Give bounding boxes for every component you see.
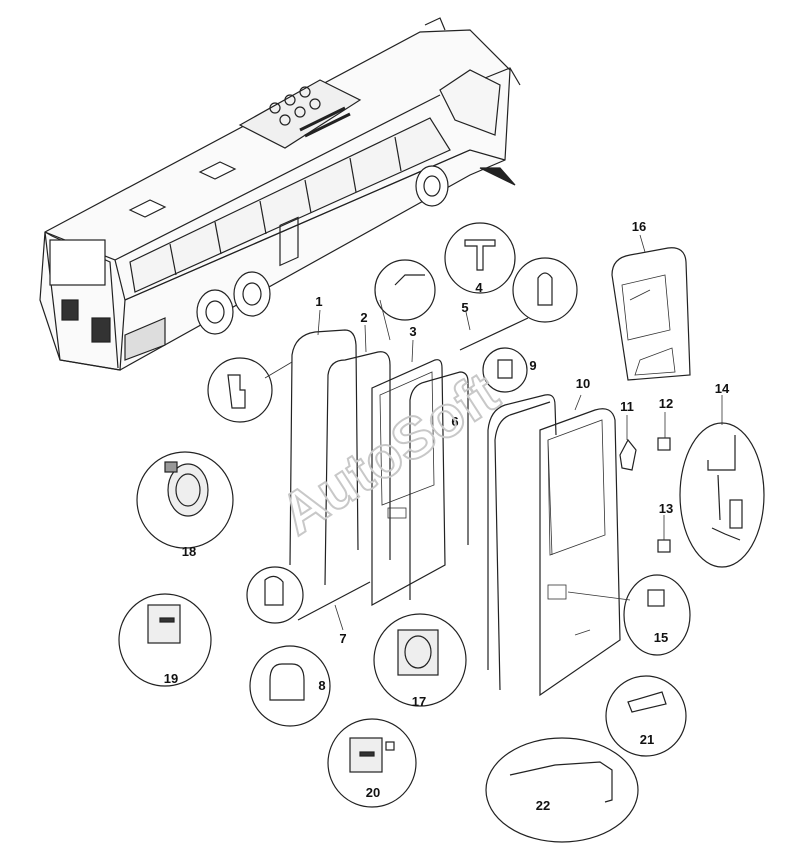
profile-detail-1 xyxy=(207,357,273,423)
switch-box-circle xyxy=(327,718,417,808)
control-box xyxy=(147,604,181,644)
label-part-8: 8 xyxy=(318,678,325,693)
door-speaker xyxy=(397,629,439,676)
door-seal-inner xyxy=(324,351,391,586)
front-door-seal xyxy=(487,394,557,670)
switch-box xyxy=(349,737,395,773)
label-part-4: 4 xyxy=(475,280,483,295)
label-part-18: 18 xyxy=(182,544,196,559)
t-profile-seal xyxy=(464,239,496,271)
label-part-12: 12 xyxy=(659,396,673,411)
door-seal-outer xyxy=(289,329,359,566)
door-actuator-circle xyxy=(679,422,765,568)
label-part-9: 9 xyxy=(529,358,536,373)
emergency-valve xyxy=(164,461,209,517)
label-part-20: 20 xyxy=(366,785,380,800)
inspection-cover xyxy=(647,589,665,607)
door-actuator-linkage xyxy=(707,435,743,541)
rubber-strip xyxy=(459,317,529,351)
label-part-6: 6 xyxy=(451,414,458,429)
label-part-16: 16 xyxy=(632,219,646,234)
stop-block-lower xyxy=(657,539,671,553)
emergency-valve-circle xyxy=(136,451,234,549)
bottom-seal-strip xyxy=(297,581,371,621)
door-top-rail xyxy=(509,761,613,803)
callout-labels: 1 2 3 4 5 6 7 8 9 10 11 12 13 14 15 16 1… xyxy=(164,219,730,813)
door-top-rail-circle xyxy=(485,737,639,843)
label-part-21: 21 xyxy=(640,732,654,747)
bottom-profile-circle xyxy=(246,566,304,624)
clip xyxy=(497,359,513,379)
stop-buffer-circle xyxy=(249,645,331,727)
door-window-glass xyxy=(611,247,691,381)
mounting-plate xyxy=(627,691,667,713)
stop-block xyxy=(657,437,671,451)
door-leaf-seal xyxy=(409,371,469,600)
label-part-5: 5 xyxy=(461,300,468,315)
inspection-cover-circle xyxy=(623,574,691,656)
label-part-17: 17 xyxy=(412,694,426,709)
rubber-profile-circle xyxy=(512,257,578,323)
label-part-15: 15 xyxy=(654,630,668,645)
label-part-1: 1 xyxy=(315,294,322,309)
label-part-2: 2 xyxy=(360,310,367,325)
bus-illustration xyxy=(39,17,521,371)
door-parts xyxy=(118,222,765,843)
label-part-19: 19 xyxy=(164,671,178,686)
mounting-plate-circle xyxy=(605,675,687,757)
watermark-text: AutoSoft xyxy=(269,360,510,548)
label-part-14: 14 xyxy=(715,381,730,396)
label-part-3: 3 xyxy=(409,324,416,339)
control-box-circle xyxy=(118,593,212,687)
door-frame-panel xyxy=(371,359,446,607)
stop-buffer xyxy=(269,663,305,701)
label-part-10: 10 xyxy=(576,376,590,391)
label-part-7: 7 xyxy=(339,631,346,646)
profile-detail-2 xyxy=(374,259,436,321)
door-speaker-circle xyxy=(373,613,467,707)
front-door-panel xyxy=(539,408,621,697)
t-profile-circle xyxy=(444,222,516,294)
label-part-13: 13 xyxy=(659,501,673,516)
label-part-11: 11 xyxy=(620,399,634,414)
label-part-22: 22 xyxy=(536,798,550,813)
bracket xyxy=(619,438,637,471)
clip-circle xyxy=(482,347,528,393)
